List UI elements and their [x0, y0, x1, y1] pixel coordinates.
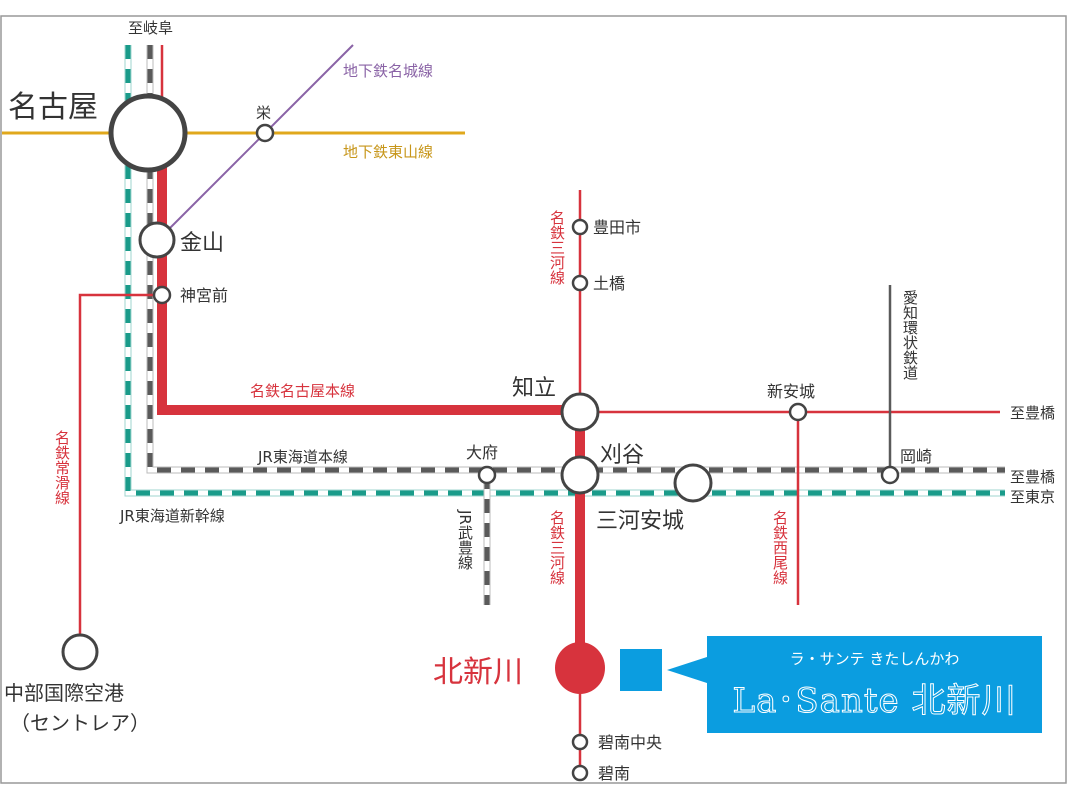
label-jr-shinkansen: JR東海道新幹線: [119, 507, 225, 525]
station-hekinan-chuo: [571, 733, 589, 751]
property-kana: ラ・サンテ きたしんかわ: [789, 650, 960, 668]
label-meitetsu-tokoname: 名鉄常滑線: [53, 430, 71, 505]
station-mikawa-anjo: [673, 463, 713, 503]
property-callout: ラ・サンテ きたしんかわ La･Sante 北新川: [707, 636, 1042, 733]
label-tsuchihashi: 土橋: [593, 274, 625, 293]
property-marker: [620, 649, 662, 691]
station-nagoya: [108, 93, 188, 173]
label-obu: 大府: [466, 443, 498, 462]
direction-toyohashi-meitetsu: 至豊橋: [1010, 404, 1055, 422]
label-shin-anjo: 新安城: [767, 382, 815, 401]
direction-toyohashi-jr: 至豊橋: [1010, 468, 1055, 486]
jr-tokaido-line: [146, 45, 1005, 474]
label-airport-alt: （セントレア）: [10, 711, 150, 735]
label-mikawa-anjo: 三河安城: [596, 509, 684, 534]
station-okazaki: [880, 465, 900, 485]
station-kariya: [560, 455, 600, 495]
station-sakae: [255, 123, 275, 143]
direction-gifu: 至岐阜: [128, 19, 173, 37]
station-chiryu: [560, 392, 600, 432]
label-meijo-line: 地下鉄名城線: [343, 62, 433, 80]
label-aichi-kanjo: 愛知環状鉄道: [901, 290, 919, 380]
meitetsu-tokoname-line: [78, 293, 162, 640]
station-toyotashi: [571, 218, 589, 236]
station-jingumae: [152, 285, 172, 305]
label-hekinan: 碧南: [598, 764, 630, 783]
label-okazaki: 岡崎: [900, 447, 932, 466]
label-meitetsu-mikawa-north: 名鉄三河線: [548, 210, 566, 285]
label-meitetsu-nishio: 名鉄西尾線: [771, 510, 789, 585]
station-shin-anjo: [788, 402, 808, 422]
label-jr-taketoyo: JR武豊線: [456, 509, 474, 570]
label-kariya: 刈谷: [600, 443, 644, 468]
station-hekinan: [571, 764, 589, 782]
station-airport: [61, 633, 99, 671]
label-kanayama: 金山: [180, 231, 224, 256]
label-kitashinkawa: 北新川: [433, 655, 523, 690]
label-higashiyama-line: 地下鉄東山線: [343, 143, 433, 161]
label-meitetsu-main: 名鉄名古屋本線: [250, 382, 355, 400]
direction-tokyo: 至東京: [1010, 488, 1055, 506]
station-tsuchihashi: [571, 274, 589, 292]
property-name: La･Sante 北新川: [732, 681, 1017, 722]
label-sakae: 栄: [256, 104, 271, 122]
meitetsu-main-line: [157, 130, 585, 668]
label-jr-tokaido: JR東海道本線: [257, 448, 348, 466]
label-nagoya: 名古屋: [8, 90, 98, 125]
label-chiryu: 知立: [512, 376, 556, 401]
label-jingumae: 神宮前: [180, 286, 228, 305]
callout-pointer: [667, 656, 710, 684]
label-hekinan-chuo: 碧南中央: [598, 733, 662, 752]
jr-shinkansen-line: [124, 45, 1005, 497]
label-toyotashi: 豊田市: [593, 218, 641, 237]
station-kitashinkawa: [555, 642, 605, 694]
station-kanayama: [138, 221, 176, 259]
station-obu: [477, 465, 497, 485]
label-meitetsu-mikawa-south: 名鉄三河線: [548, 510, 566, 585]
label-airport: 中部国際空港: [4, 681, 124, 705]
